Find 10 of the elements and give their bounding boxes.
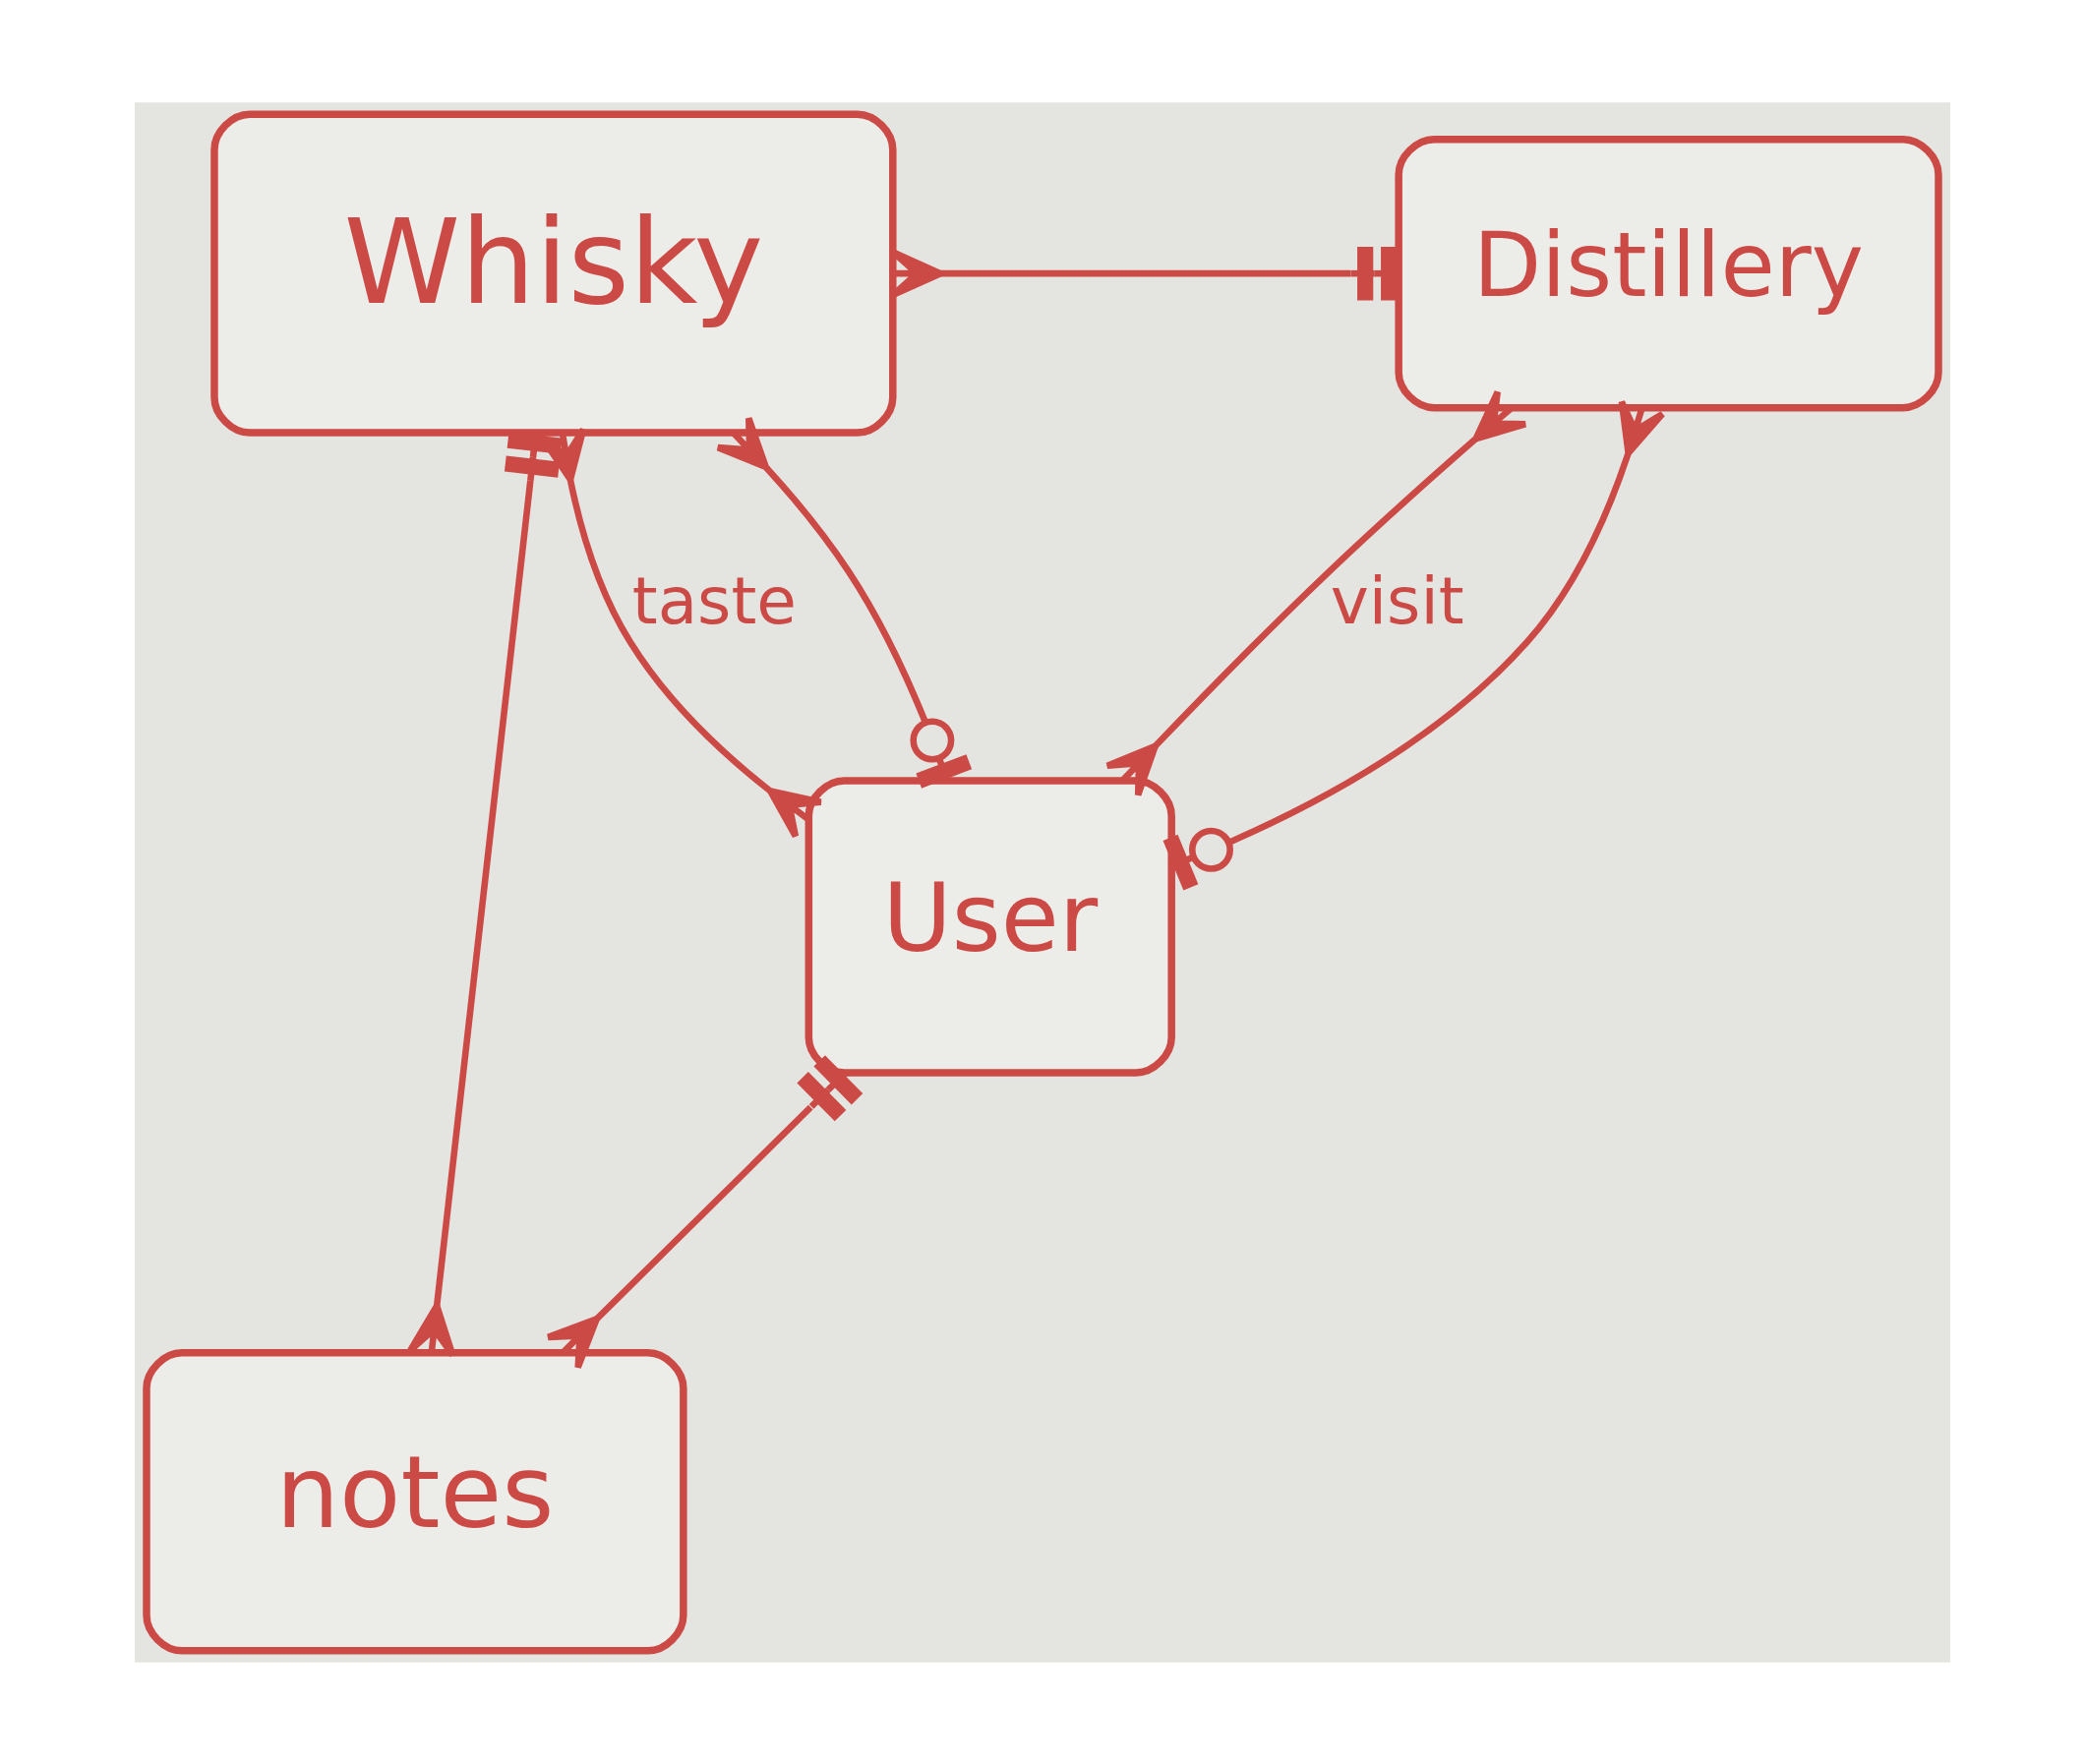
node-box: Whisky (210, 109, 897, 437)
node-box: notes (143, 1348, 687, 1655)
node-box: Distillery (1395, 135, 1942, 411)
connector (1103, 387, 1529, 798)
node-box: User (804, 776, 1175, 1077)
connector (545, 1054, 864, 1371)
edge-label: visit (1330, 562, 1464, 639)
connector (714, 414, 973, 789)
connector (1162, 397, 1666, 890)
edge-label: taste (631, 562, 797, 639)
